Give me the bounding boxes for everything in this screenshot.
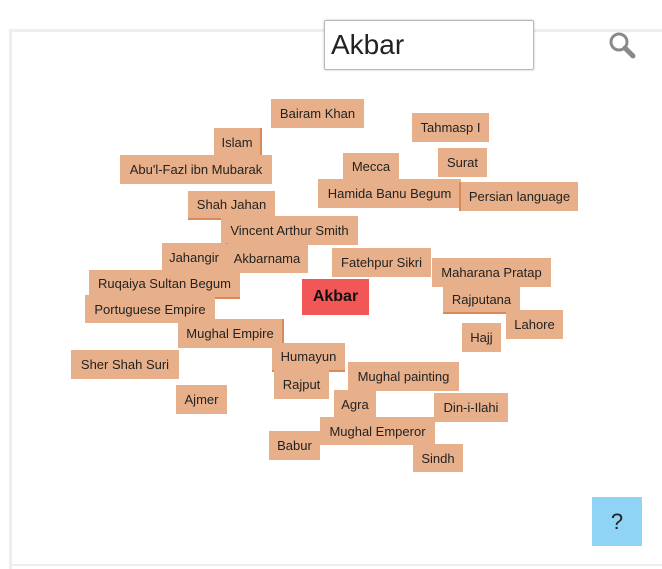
tag-fatehpur-sikri[interactable]: Fatehpur Sikri <box>332 248 431 277</box>
tag-tahmasp-i[interactable]: Tahmasp I <box>412 113 489 142</box>
tag-hajj[interactable]: Hajj <box>462 323 501 352</box>
tag-bairam-khan[interactable]: Bairam Khan <box>271 99 364 128</box>
tag-babur[interactable]: Babur <box>269 431 320 460</box>
search-input[interactable] <box>324 20 534 70</box>
tag-rajput[interactable]: Rajput <box>274 370 329 399</box>
tag-mughal-emperor[interactable]: Mughal Emperor <box>320 417 435 445</box>
tag-portuguese-empire[interactable]: Portuguese Empire <box>85 295 215 323</box>
tag-mecca[interactable]: Mecca <box>343 153 399 181</box>
tag-hamida-banu-begum[interactable]: Hamida Banu Begum <box>318 179 461 208</box>
tag-mughal-painting[interactable]: Mughal painting <box>348 362 459 391</box>
search-icon[interactable] <box>607 30 637 60</box>
tag-lahore[interactable]: Lahore <box>506 310 563 339</box>
tag-vincent-arthur-smith[interactable]: Vincent Arthur Smith <box>221 216 358 245</box>
tag-islam[interactable]: Islam <box>214 128 262 157</box>
tag-humayun[interactable]: Humayun <box>272 343 345 372</box>
tag-abul-fazl[interactable]: Abu'l-Fazl ibn Mubarak <box>120 155 272 184</box>
tag-ajmer[interactable]: Ajmer <box>176 385 227 414</box>
tag-jahangir[interactable]: Jahangir <box>162 243 228 272</box>
tag-din-i-ilahi[interactable]: Din-i-Ilahi <box>434 393 508 422</box>
tag-persian-language[interactable]: Persian language <box>459 182 578 211</box>
tag-maharana-pratap[interactable]: Maharana Pratap <box>432 258 551 287</box>
tag-surat[interactable]: Surat <box>438 148 487 177</box>
tag-ruqaiya-sultan-begum[interactable]: Ruqaiya Sultan Begum <box>89 270 240 299</box>
canvas-bottom-border <box>9 564 662 566</box>
center-term[interactable]: Akbar <box>302 279 369 315</box>
tag-akbarnama[interactable]: Akbarnama <box>226 244 308 273</box>
tag-agra[interactable]: Agra <box>334 390 376 419</box>
tag-sher-shah-suri[interactable]: Sher Shah Suri <box>71 350 179 379</box>
tag-sindh[interactable]: Sindh <box>413 444 463 472</box>
tag-mughal-empire[interactable]: Mughal Empire <box>178 319 284 348</box>
tag-rajputana[interactable]: Rajputana <box>443 286 520 314</box>
help-button[interactable]: ? <box>592 497 642 546</box>
